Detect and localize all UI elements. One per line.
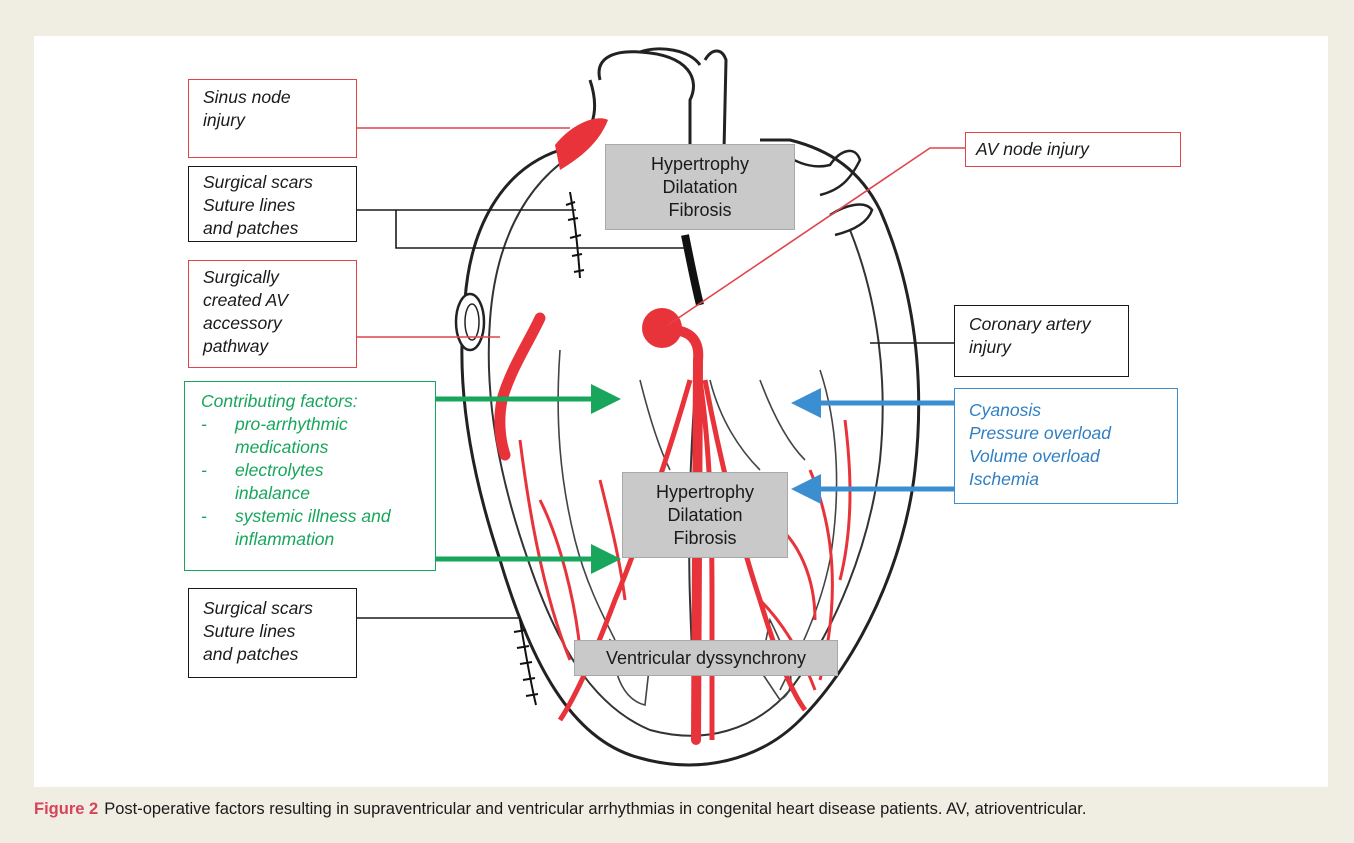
caption-text: Post-operative factors resulting in supr… [104, 800, 1086, 818]
ventricular-remodeling-box: Hypertrophy Dilatation Fibrosis [622, 472, 788, 558]
av-node-label: AV node injury [965, 132, 1181, 167]
factor-item: - systemic illness and inflammation [201, 505, 421, 551]
surgical-scars-top-label: Surgical scars Suture lines and patches [188, 166, 357, 242]
suture-line-atrial [566, 192, 584, 278]
factor-item: - electrolytes inbalance [201, 459, 421, 505]
figure-label: Figure 2 [34, 800, 98, 818]
factor-item: - pro-arrhythmic medications [201, 413, 421, 459]
coronary-artery-label: Coronary artery injury [954, 305, 1129, 377]
sinus-node-mark [555, 118, 608, 170]
suture-line-septal [685, 235, 700, 305]
accessory-pathway-mark [500, 318, 540, 455]
figure-caption: Figure 2 Post-operative factors resulting… [34, 800, 1334, 819]
surgical-pathway-label: Surgically created AV accessory pathway [188, 260, 357, 368]
contributing-factors-box: Contributing factors: - pro-arrhythmic m… [184, 381, 436, 571]
ventricular-dyssynchrony-box: Ventricular dyssynchrony [574, 640, 838, 676]
sinus-node-label: Sinus node injury [188, 79, 357, 158]
atrial-remodeling-box: Hypertrophy Dilatation Fibrosis [605, 144, 795, 230]
surgical-scars-bottom-label: Surgical scars Suture lines and patches [188, 588, 357, 678]
contributing-factors-title: Contributing factors: [201, 390, 421, 413]
hemodynamic-factors-box: Cyanosis Pressure overload Volume overlo… [954, 388, 1178, 504]
aorta-outline [599, 49, 700, 150]
